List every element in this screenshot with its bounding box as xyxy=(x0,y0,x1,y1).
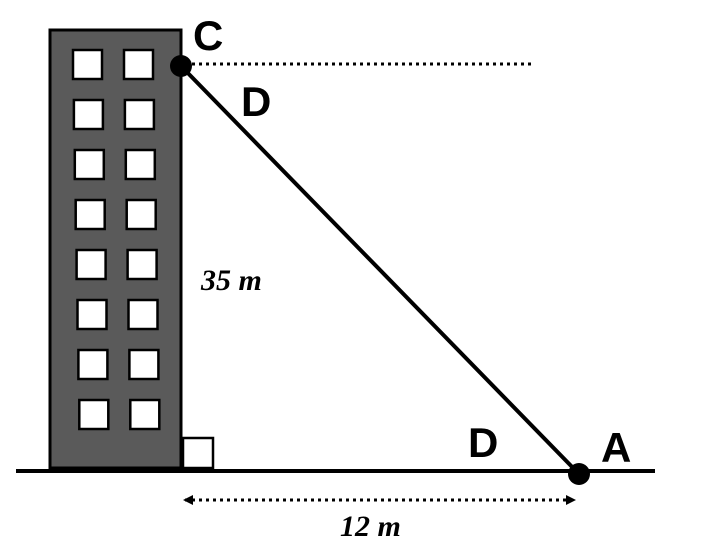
label-angle-top: D xyxy=(241,78,271,125)
label-angle-bottom: D xyxy=(468,419,498,466)
building-window xyxy=(72,98,105,131)
point-a-dot xyxy=(568,463,590,485)
building-window xyxy=(71,48,104,81)
building-window xyxy=(76,298,108,331)
building-window xyxy=(125,198,157,231)
building-window xyxy=(78,398,110,431)
building-window xyxy=(74,198,106,231)
building-window xyxy=(129,398,161,431)
building-window xyxy=(75,248,107,281)
building-window xyxy=(128,348,160,381)
building-window xyxy=(73,148,106,181)
right-angle-marker xyxy=(181,436,215,470)
label-height: 35 m xyxy=(200,264,262,297)
label-distance: 12 m xyxy=(340,510,401,543)
building-window xyxy=(122,48,155,81)
hypotenuse-line xyxy=(179,64,581,476)
building-window xyxy=(123,98,156,131)
building-window xyxy=(127,298,159,331)
point-c-dot xyxy=(170,55,192,77)
building-windows xyxy=(71,48,161,431)
building-window xyxy=(126,248,158,281)
building-window xyxy=(77,348,109,381)
label-a: A xyxy=(601,424,631,471)
building-window xyxy=(124,148,157,181)
label-c: C xyxy=(193,12,223,59)
building xyxy=(48,28,183,470)
